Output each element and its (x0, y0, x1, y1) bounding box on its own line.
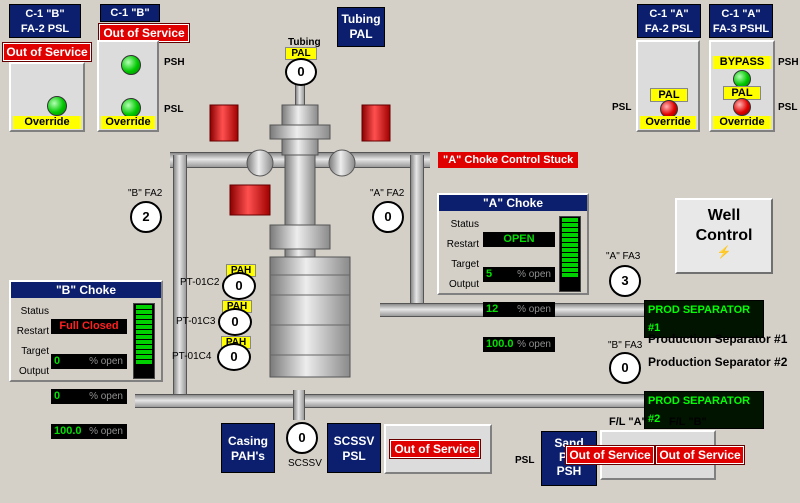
tubing-label: Tubing (288, 37, 321, 48)
fa2-a-gauge[interactable]: 0 (372, 201, 404, 233)
override-button[interactable]: Override (640, 116, 696, 129)
psl-led-icon (733, 98, 751, 116)
target-label: Target (21, 346, 49, 357)
psh-led-icon (121, 55, 141, 75)
fa3-b-label: "B" FA3 (608, 340, 643, 351)
pt01c4-label: PT-01C4 (172, 351, 212, 362)
target-label: Target (451, 259, 479, 270)
scssv-pipe (293, 390, 305, 420)
c1b-fa2-status-badge[interactable]: Out of Service (2, 42, 92, 62)
psh-label: PSH (778, 57, 799, 68)
a-choke-title: "A" Choke (439, 195, 587, 211)
psh-label: PSH (164, 57, 185, 68)
c1a-fa2-panel: PAL Override (636, 40, 700, 132)
override-button[interactable]: Override (713, 116, 771, 129)
pt01c2-label: PT-01C2 (180, 277, 220, 288)
well-control-button[interactable]: Well Control ⚡ (675, 198, 773, 274)
right-riser-pipe (410, 155, 424, 307)
scssv-psl-button[interactable]: SCSSV PSL (327, 423, 381, 473)
restart-label: Restart (16, 326, 49, 337)
fl-a-status-badge[interactable]: Out of Service (565, 445, 655, 465)
scssv-status-badge[interactable]: Out of Service (389, 439, 481, 459)
c1b-title: C-1 "B" (100, 4, 160, 22)
tubing-pressure-gauge[interactable]: 0 (285, 58, 317, 86)
pal-label: PAL (650, 88, 688, 102)
status-label: Status (20, 306, 49, 317)
b-choke-status: Full Closed (51, 319, 127, 334)
tubing-pal-button[interactable]: Tubing PAL (337, 7, 385, 47)
scssv-label: SCSSV (288, 458, 322, 469)
pt01c4-gauge[interactable]: 0 (217, 343, 251, 371)
fa3-a-gauge[interactable]: 3 (609, 265, 641, 297)
fl-a-label: F/L "A" (609, 416, 647, 428)
prod-separator-1-button[interactable]: PROD SEPARATOR #1 (644, 300, 764, 338)
casing-pahs-button[interactable]: Casing PAH's (221, 423, 275, 473)
pt01c3-gauge[interactable]: 0 (218, 308, 252, 336)
status-led-icon (47, 96, 67, 116)
prod-separator-1-label: Production Separator #1 (648, 332, 788, 346)
sep2-line-pipe (135, 394, 645, 408)
c1b-panel: Override (97, 40, 159, 132)
b-choke-restart[interactable]: 0% open (51, 354, 127, 369)
lightning-icon: ⚡ (716, 245, 732, 259)
restart-label: Restart (446, 239, 479, 250)
status-label: Status (450, 219, 479, 230)
a-choke-panel: "A" Choke Status OPEN Restart 5% open Ta… (437, 193, 589, 352)
b-choke-output-bar (133, 303, 155, 379)
psl-led-icon (121, 98, 141, 118)
prod-separator-2-button[interactable]: PROD SEPARATOR #2 (644, 391, 764, 429)
override-button[interactable]: Override (13, 116, 81, 129)
psl-label: PSL (515, 455, 535, 466)
fa3-a-label: "A" FA3 (606, 251, 641, 262)
scssv-gauge[interactable]: 0 (286, 422, 318, 454)
tubing-pipe (295, 75, 305, 115)
b-choke-title: "B" Choke (11, 282, 161, 298)
a-choke-output: 100.0% open (483, 337, 555, 352)
fa3-b-gauge[interactable]: 0 (609, 352, 641, 384)
choke-stuck-alarm[interactable]: "A" Choke Control Stuck (438, 152, 579, 168)
bypass-badge[interactable]: BYPASS (713, 56, 771, 69)
override-button[interactable]: Override (101, 116, 155, 129)
c1b-fa2-panel: Override (9, 62, 85, 132)
b-choke-panel: "B" Choke Status Full Closed Restart 0% … (9, 280, 163, 439)
c1a-fa3-panel: BYPASS PAL Override (709, 40, 775, 132)
left-riser-pipe (173, 155, 187, 400)
fa2-a-label: "A" FA2 (370, 188, 405, 199)
c1b-status-badge[interactable]: Out of Service (98, 23, 190, 43)
wellhead-tree-icon (209, 104, 391, 378)
c1b-fa2-psl-title: C-1 "B" FA-2 PSL (9, 4, 81, 38)
b-choke-output: 100.0% open (51, 424, 127, 439)
fl-b-status-badge[interactable]: Out of Service (655, 445, 745, 465)
fl-b-label: F/L "B" (669, 416, 707, 428)
a-choke-restart[interactable]: 5% open (483, 267, 555, 282)
pal-label: PAL (723, 86, 761, 100)
c1a-fa3-pshl-title: C-1 "A" FA-3 PSHL (709, 4, 773, 38)
output-label: Output (18, 366, 49, 377)
psl-label: PSL (778, 102, 798, 113)
psl-label: PSL (612, 102, 632, 113)
pt01c2-gauge[interactable]: 0 (222, 272, 256, 300)
fa2-b-gauge[interactable]: 2 (130, 201, 162, 233)
psl-label: PSL (164, 104, 184, 115)
a-choke-target[interactable]: 12% open (483, 302, 555, 317)
pt01c3-label: PT-01C3 (176, 316, 216, 327)
a-choke-output-bar (559, 216, 581, 292)
c1a-fa2-psl-title: C-1 "A" FA-2 PSL (637, 4, 701, 38)
fa2-b-label: "B" FA2 (128, 188, 163, 199)
output-label: Output (448, 279, 479, 290)
well-control-label: Well Control (695, 207, 753, 244)
b-choke-target[interactable]: 0% open (51, 389, 127, 404)
a-choke-status: OPEN (483, 232, 555, 247)
prod-separator-2-label: Production Separator #2 (648, 355, 788, 369)
